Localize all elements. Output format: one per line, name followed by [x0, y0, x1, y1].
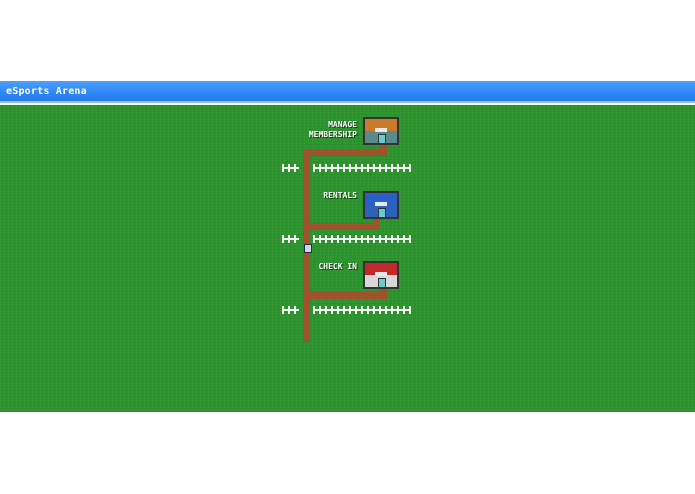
- fence-right: [313, 306, 411, 314]
- path-stub-rentals: [373, 215, 380, 230]
- title-bar: eSports Arena: [0, 81, 695, 103]
- label-line: CHECK IN: [318, 262, 357, 271]
- player-sprite-icon[interactable]: [304, 244, 312, 253]
- window-title: eSports Arena: [6, 86, 87, 97]
- blue-building-icon: [365, 193, 397, 205]
- label-line: RENTALS: [323, 191, 357, 200]
- fence-right: [313, 164, 411, 172]
- fence-left: [282, 164, 299, 172]
- path-branch-rentals: [303, 223, 380, 230]
- red-building-icon: [365, 263, 397, 275]
- label-line: MANAGE: [328, 120, 357, 129]
- building-sign: [375, 272, 387, 276]
- building-door: [378, 208, 386, 217]
- path-stub-checkin: [380, 286, 387, 299]
- path-stub-membership: [380, 141, 387, 156]
- manage-membership-building[interactable]: [363, 117, 399, 145]
- game-map[interactable]: MANAGE MEMBERSHIP RENTALS CHECK IN: [0, 105, 695, 412]
- rentals-label: RENTALS: [300, 191, 357, 201]
- fence-right: [313, 235, 411, 243]
- building-sign: [375, 202, 387, 206]
- building-sign: [375, 128, 387, 132]
- path-branch-membership: [303, 149, 387, 156]
- path-branch-checkin: [303, 292, 387, 299]
- fence-left: [282, 306, 299, 314]
- manage-membership-label: MANAGE MEMBERSHIP: [300, 120, 357, 140]
- fence-left: [282, 235, 299, 243]
- building-door: [378, 134, 386, 143]
- label-line: MEMBERSHIP: [308, 130, 357, 139]
- check-in-label: CHECK IN: [300, 262, 357, 272]
- building-door: [378, 278, 386, 287]
- check-in-building[interactable]: [363, 261, 399, 289]
- rentals-building[interactable]: [363, 191, 399, 219]
- brown-building-icon: [365, 119, 397, 131]
